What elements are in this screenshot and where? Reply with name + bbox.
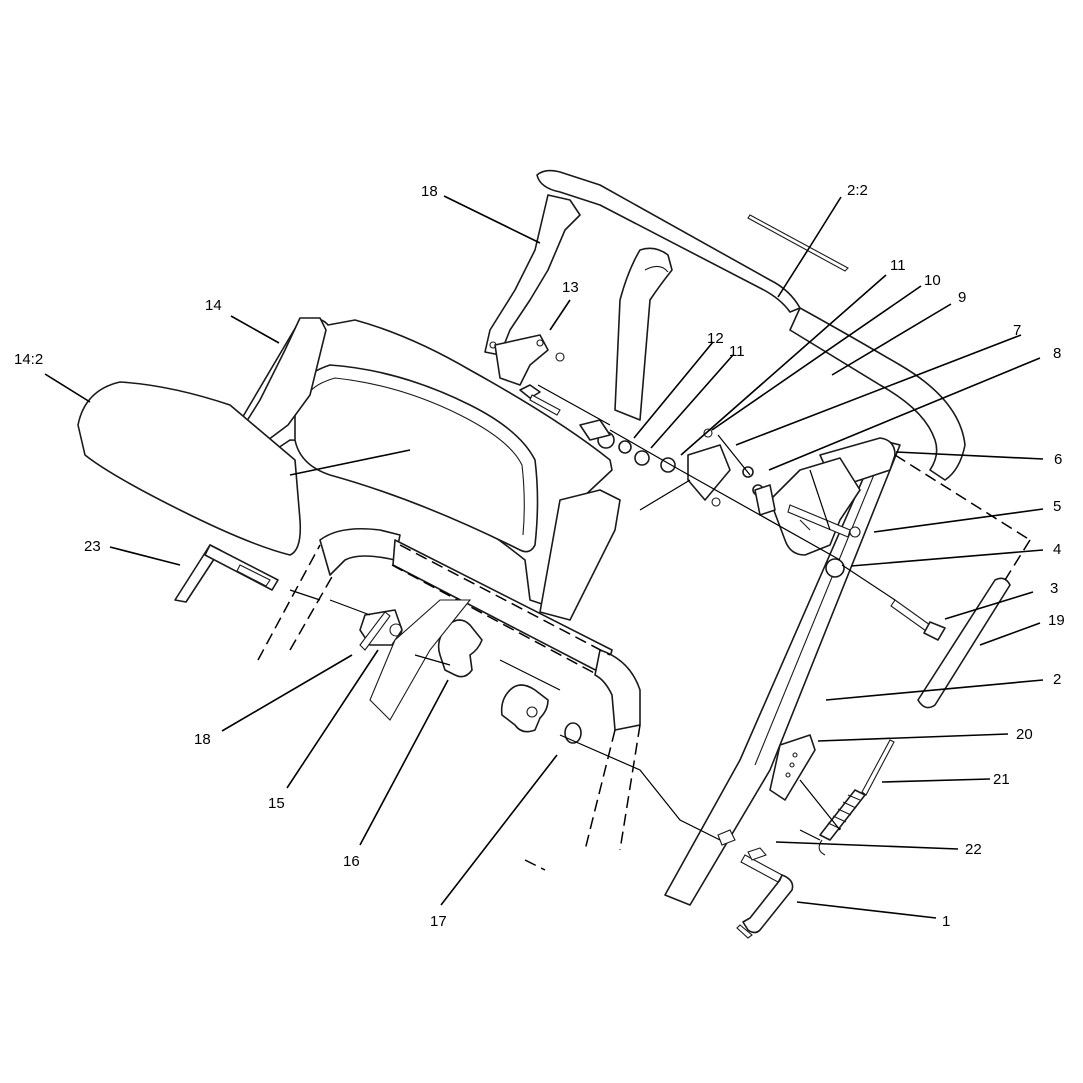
callout-21: 21 xyxy=(993,771,1010,788)
callout-10: 10 xyxy=(924,272,941,289)
leader-lines xyxy=(44,195,1044,919)
hardware-stack xyxy=(579,419,776,516)
callout-2: 2 xyxy=(1053,671,1061,688)
callout-4: 4 xyxy=(1053,541,1061,558)
callout-5: 5 xyxy=(1053,498,1061,515)
knob-16 xyxy=(369,599,483,721)
lower-handle-tube xyxy=(664,439,901,906)
bolt-5 xyxy=(787,504,861,538)
tie-rod-23 xyxy=(174,544,279,603)
callout-12: 12 xyxy=(707,330,724,347)
callout-labels: 18 2:2 14 14:2 13 12 11 11 10 9 7 8 6 5 … xyxy=(14,182,1065,930)
callout-16: 16 xyxy=(343,853,360,870)
callout-15: 15 xyxy=(268,795,285,812)
callout-19: 19 xyxy=(1048,612,1065,629)
callout-3: 3 xyxy=(1050,580,1058,597)
plate-20 xyxy=(769,734,816,801)
spring-21 xyxy=(818,739,895,856)
assembly-lines xyxy=(289,384,1031,841)
tube-sleeve-19 xyxy=(917,577,1011,709)
callout-9: 9 xyxy=(958,289,966,306)
control-panel xyxy=(234,317,621,621)
tie-rod-1 xyxy=(736,854,794,939)
lower-handle xyxy=(257,527,641,871)
callout-13: 13 xyxy=(562,279,579,296)
callout-6: 6 xyxy=(1054,451,1062,468)
callout-2-2: 2:2 xyxy=(847,182,868,199)
callout-18-bottom: 18 xyxy=(194,731,211,748)
callout-1: 1 xyxy=(942,913,950,930)
knob-17 xyxy=(500,684,582,744)
callout-7: 7 xyxy=(1013,322,1021,339)
rear-shield xyxy=(77,381,302,556)
shield-plate xyxy=(747,214,849,272)
callout-23: 23 xyxy=(84,538,101,555)
callout-20: 20 xyxy=(1016,726,1033,743)
callout-14: 14 xyxy=(205,297,222,314)
washer-4 xyxy=(825,558,845,578)
bolt-3 xyxy=(890,599,946,641)
callout-11-a: 11 xyxy=(729,343,745,360)
callout-14-2: 14:2 xyxy=(14,351,43,368)
cable-clamp xyxy=(359,609,403,651)
callout-11-b: 11 xyxy=(890,257,906,274)
callout-22: 22 xyxy=(965,841,982,858)
bracket-6 xyxy=(769,437,896,556)
plate-13 xyxy=(494,334,565,416)
left-bracket-arm xyxy=(484,194,581,356)
callout-18-top: 18 xyxy=(421,183,438,200)
callout-8: 8 xyxy=(1053,345,1061,362)
pin-22 xyxy=(747,847,767,861)
upper-handle xyxy=(536,169,966,481)
callout-17: 17 xyxy=(430,913,447,930)
